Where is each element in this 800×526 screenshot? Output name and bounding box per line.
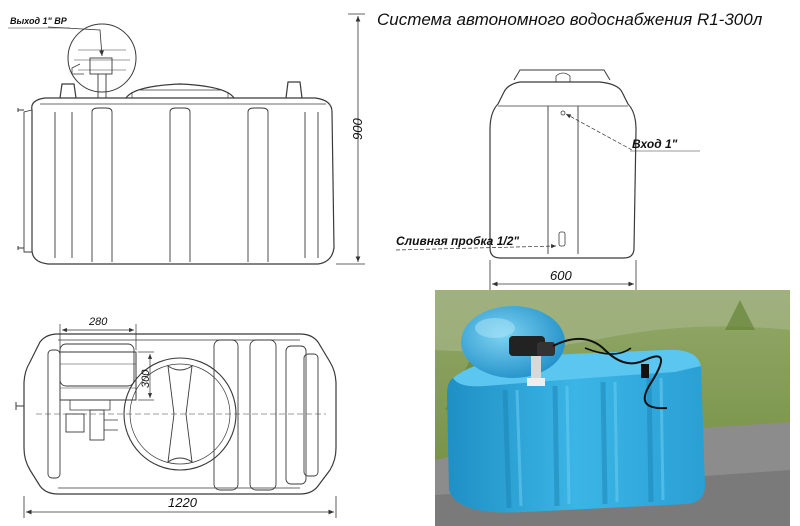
top-view [15, 333, 337, 495]
front-view [17, 23, 335, 265]
drawing-title: Система автономного водоснабжения R1-300… [377, 10, 763, 29]
accumulator-length-label: 280 [89, 316, 108, 328]
tank-photo [435, 290, 790, 526]
outlet-callout: Выход 1" ВР [10, 16, 67, 26]
width-dimension-label: 600 [550, 268, 572, 283]
height-dimension-line [336, 13, 365, 265]
height-dimension-label: 900 [350, 118, 365, 140]
side-view [489, 69, 637, 259]
width-dimension-line [489, 260, 637, 292]
accumulator-diameter-label: 300 [140, 369, 152, 388]
length-dimension-line [23, 496, 337, 518]
inlet-callout: Вход 1" [632, 137, 678, 151]
drain-plug-callout: Сливная пробка 1/2" [396, 234, 520, 248]
length-dimension-label: 1220 [168, 495, 197, 510]
accumulator-length-dimension [59, 324, 137, 350]
accumulator-diameter-dimension [138, 351, 154, 401]
